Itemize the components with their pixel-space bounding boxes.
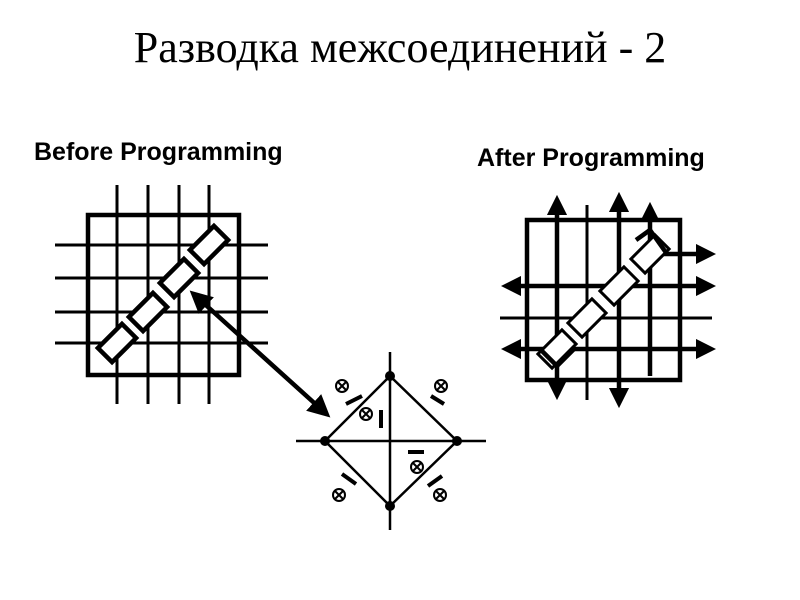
programming-cells bbox=[332, 379, 448, 502]
programming-cell-icon bbox=[434, 379, 448, 393]
antifuse-cell bbox=[186, 222, 232, 268]
programming-cell-icon bbox=[410, 460, 424, 474]
after-diagonal-connection bbox=[538, 228, 669, 368]
after-grid-frame bbox=[524, 217, 683, 383]
zoom-pointer-arrow bbox=[189, 290, 331, 418]
before-grid-vertical-lines bbox=[115, 185, 211, 404]
antifuse-cell bbox=[125, 289, 171, 335]
programming-cell-icon bbox=[433, 488, 447, 502]
switch-detail bbox=[296, 352, 486, 530]
antifuse-cell bbox=[156, 255, 202, 301]
pass-transistors bbox=[340, 394, 446, 488]
antifuse-cell bbox=[94, 320, 140, 366]
after-programming-label: After Programming bbox=[477, 144, 705, 172]
antifuse-cell bbox=[597, 264, 641, 308]
after-grid bbox=[500, 191, 717, 409]
programming-cell-icon bbox=[335, 379, 349, 393]
antifuse-cell bbox=[535, 327, 579, 371]
antifuse-cell bbox=[565, 296, 609, 340]
before-grid bbox=[55, 185, 268, 404]
slide-title: Разводка межсоединений - 2 bbox=[133, 23, 667, 72]
before-programming-label: Before Programming bbox=[34, 138, 283, 166]
before-antifuse-cells bbox=[94, 222, 232, 366]
junction-dots bbox=[320, 371, 462, 511]
programming-cell-icon bbox=[332, 488, 346, 502]
programming-cell-icon bbox=[359, 407, 373, 421]
